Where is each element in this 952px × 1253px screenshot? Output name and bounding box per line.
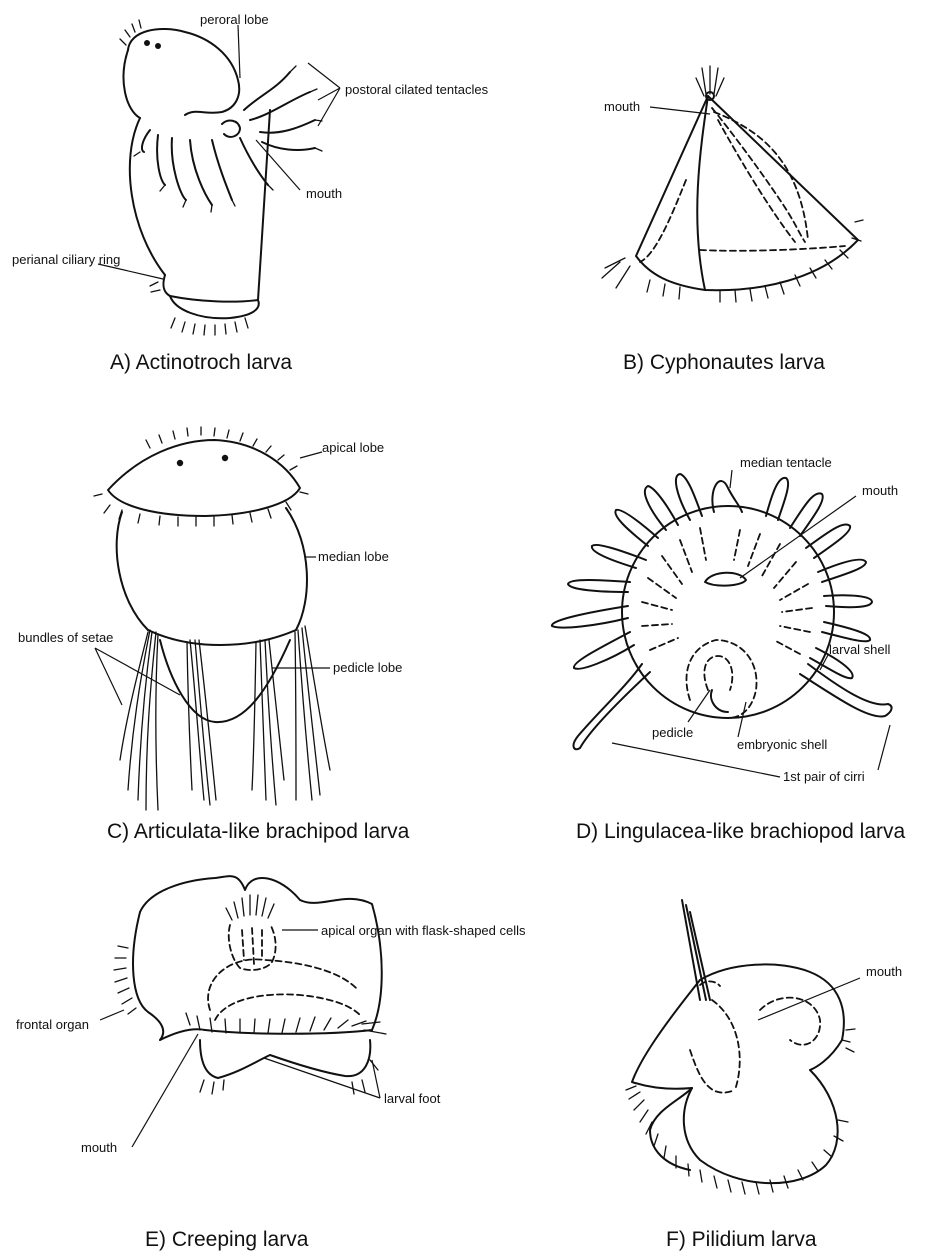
caption-b: B) Cyphonautes larva xyxy=(623,351,825,374)
label-first-pair-of-cirri: 1st pair of cirri xyxy=(783,769,865,784)
label-apical-lobe: apical lobe xyxy=(322,440,384,455)
lead-mouth-d xyxy=(740,496,856,578)
panel-c-articulata: apical lobe median lobe bundles of setae… xyxy=(18,427,410,843)
caption-e: E) Creeping larva xyxy=(145,1228,309,1251)
label-pedicle-lobe: pedicle lobe xyxy=(333,660,402,675)
panel-f-pilidium: mouth F) Pilidium larva xyxy=(626,900,902,1251)
label-larval-foot: larval foot xyxy=(384,1091,441,1106)
label-pedicle: pedicle xyxy=(652,725,693,740)
lead-postoral-tentacles xyxy=(308,63,340,126)
panel-e-creeping: apical organ with flask-shaped cells fro… xyxy=(16,876,526,1251)
cyphonautes-drawing xyxy=(602,66,863,302)
lead-pedicle xyxy=(688,690,710,722)
label-peroral-lobe: peroral lobe xyxy=(200,12,269,27)
lead-embryonic-shell xyxy=(738,702,746,737)
label-median-lobe: median lobe xyxy=(318,549,389,564)
panel-a-actinotroch: peroral lobe postoral cilated tentacles … xyxy=(12,12,489,374)
label-mouth-d: mouth xyxy=(862,483,898,498)
creeping-drawing xyxy=(114,876,386,1094)
lead-apical-lobe xyxy=(300,452,322,458)
lead-peroral-lobe xyxy=(238,25,240,78)
label-apical-organ: apical organ with flask-shaped cells xyxy=(321,923,526,938)
lead-mouth-e xyxy=(132,1034,198,1147)
pilidium-drawing xyxy=(626,900,855,1194)
lead-mouth-f xyxy=(758,978,860,1020)
label-frontal-organ: frontal organ xyxy=(16,1017,89,1032)
lead-frontal-organ xyxy=(100,1010,124,1020)
articulata-drawing xyxy=(94,427,330,810)
label-larval-shell: larval shell xyxy=(829,642,891,657)
panel-d-lingulacea: median tentacle mouth larval shell pedic… xyxy=(552,455,906,843)
label-median-tentacle: median tentacle xyxy=(740,455,832,470)
caption-f: F) Pilidium larva xyxy=(666,1228,817,1251)
label-perianal-ring: perianal ciliary ring xyxy=(12,252,120,267)
label-bundles-of-setae: bundles of setae xyxy=(18,630,113,645)
lead-median-tentacle xyxy=(730,470,732,488)
panel-b-cyphonautes: mouth B) Cyphonautes larva xyxy=(602,66,863,374)
caption-d: D) Lingulacea-like brachiopod larva xyxy=(576,820,906,843)
caption-a: A) Actinotroch larva xyxy=(110,351,292,374)
lingulacea-drawing xyxy=(552,474,892,749)
caption-c: C) Articulata-like brachipod larva xyxy=(107,820,410,843)
actinotroch-drawing xyxy=(120,20,322,335)
label-mouth-f: mouth xyxy=(866,964,902,979)
label-postoral-tentacles: postoral cilated tentacles xyxy=(345,82,489,97)
lead-larval-foot xyxy=(264,1058,380,1098)
label-mouth-b: mouth xyxy=(604,99,640,114)
label-mouth-e: mouth xyxy=(81,1140,117,1155)
label-mouth-a: mouth xyxy=(306,186,342,201)
label-embryonic-shell: embryonic shell xyxy=(737,737,827,752)
